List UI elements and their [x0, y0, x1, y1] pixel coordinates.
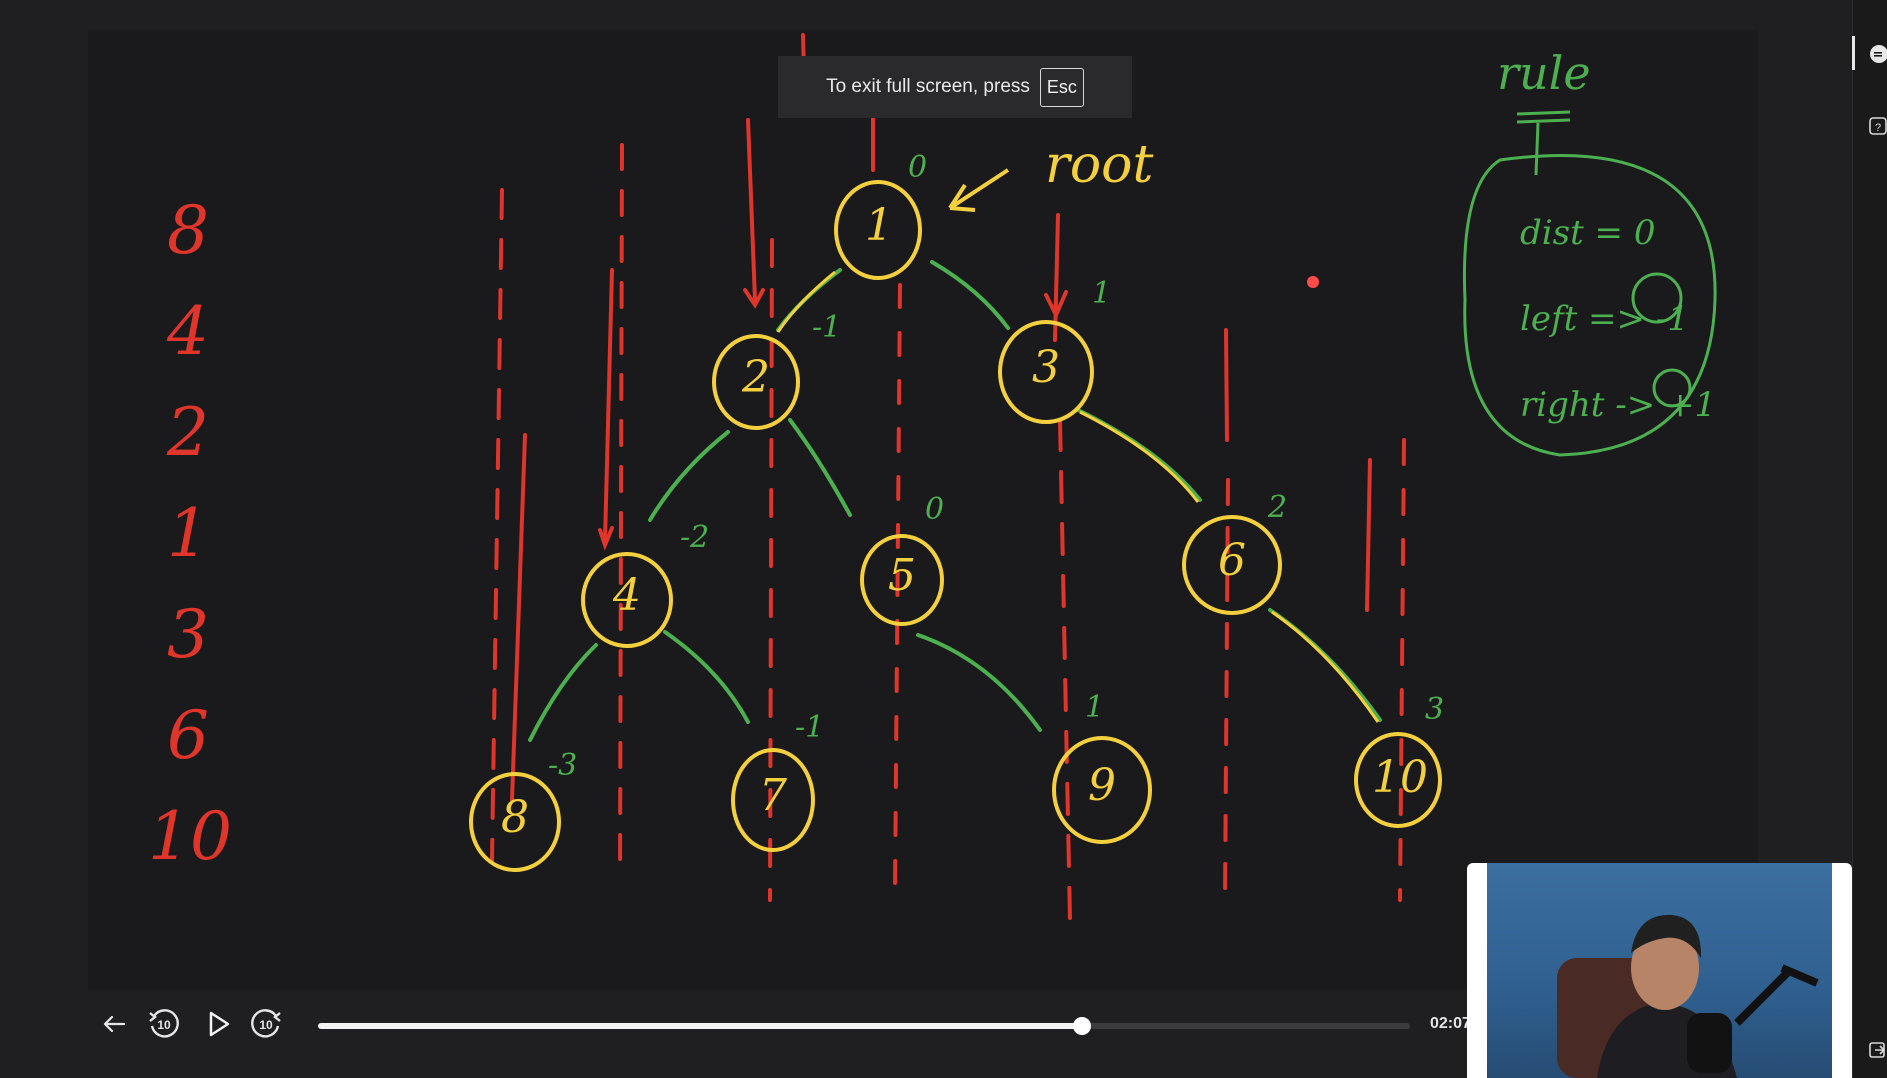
play-icon	[209, 1011, 230, 1037]
tree-edges	[528, 260, 1382, 742]
node-6	[1182, 515, 1282, 615]
distance-label: 2	[1268, 490, 1288, 525]
rule-underline	[1516, 110, 1571, 116]
rule-item: left => -1	[1520, 299, 1689, 339]
list-item: 3	[167, 596, 209, 673]
webcam-video	[1487, 863, 1832, 1078]
node-2	[712, 334, 800, 430]
node-10	[1354, 732, 1442, 828]
list-item: 6	[167, 697, 209, 774]
whiteboard	[88, 30, 1758, 990]
distance-label: -2	[680, 520, 710, 555]
distance-label: 0	[908, 150, 928, 185]
exit-icon[interactable]	[1867, 1040, 1887, 1060]
progress-thumb[interactable]	[1073, 1017, 1092, 1035]
node-label: 5	[888, 550, 916, 601]
node-label: 3	[1032, 342, 1060, 393]
fullscreen-notice: To exit full screen, press Esc	[778, 56, 1132, 118]
tree-nodes	[469, 180, 1442, 872]
svg-text:?: ?	[1875, 122, 1881, 134]
node-4	[581, 552, 673, 648]
fullscreen-notice-text: To exit full screen, press	[826, 76, 1030, 97]
node-label: 8	[501, 792, 529, 843]
node-label: 7	[759, 770, 787, 821]
forward-10-icon: 10	[251, 1009, 281, 1038]
rewind-label: 10	[157, 1018, 171, 1032]
progress-fill	[318, 1023, 1083, 1029]
rewind-10-button[interactable]: 10	[144, 1004, 184, 1044]
distance-label: -1	[812, 310, 842, 345]
chat-icon[interactable]	[1867, 44, 1887, 64]
distance-label: 0	[925, 492, 945, 527]
list-item: 10	[148, 798, 232, 875]
presenter-webcam[interactable]	[1467, 863, 1852, 1078]
distance-label: -1	[795, 710, 825, 745]
presenter-image	[1557, 914, 1819, 1078]
left-number-list: 8 4 2 1 3 6 10	[148, 180, 232, 887]
rule-list: dist = 0 left => -1 right -> +1	[1520, 190, 1716, 448]
esc-key-badge: Esc	[1039, 67, 1084, 107]
node-8	[469, 772, 561, 872]
node-label: 2	[742, 352, 770, 403]
player-controls: 10 10 02:07	[96, 1000, 1476, 1050]
node-label: 6	[1218, 535, 1246, 586]
node-label: 1	[865, 200, 893, 251]
distance-label: 1	[1085, 690, 1105, 725]
progress-bar[interactable]	[318, 1017, 1410, 1035]
distance-label: -3	[548, 748, 578, 783]
node-label: 9	[1088, 760, 1116, 811]
list-item: 1	[167, 495, 209, 572]
forward-10-button[interactable]: 10	[246, 1004, 286, 1044]
node-3	[998, 320, 1094, 424]
node-label: 4	[613, 570, 641, 621]
distance-label: 1	[1092, 276, 1112, 311]
help-icon[interactable]: ?	[1867, 116, 1887, 136]
rewind-10-icon: 10	[149, 1009, 179, 1038]
rail-active-indicator	[1852, 36, 1855, 70]
rule-item: right -> +1	[1520, 385, 1717, 425]
root-label: root	[1045, 135, 1154, 195]
edge-highlights	[776, 270, 1380, 723]
node-7	[731, 748, 815, 852]
rule-item: dist = 0	[1520, 213, 1656, 253]
node-9	[1052, 736, 1152, 844]
list-item: 4	[167, 293, 209, 370]
forward-label: 10	[259, 1018, 273, 1032]
arrow-left-icon	[103, 1015, 126, 1033]
laser-pointer	[1307, 276, 1319, 288]
node-1	[834, 180, 922, 280]
node-label: 10	[1372, 752, 1428, 803]
play-button[interactable]	[198, 1004, 238, 1044]
side-rail: ?	[1852, 0, 1887, 1078]
vertical-lines	[490, 33, 1406, 922]
current-time: 02:07	[1430, 1015, 1471, 1032]
back-button[interactable]	[96, 1006, 132, 1042]
root-arrow	[948, 168, 1010, 212]
distance-label: 3	[1425, 692, 1445, 727]
list-item: 2	[167, 394, 209, 471]
list-item: 8	[167, 192, 209, 269]
rule-title: rule	[1497, 46, 1591, 100]
node-5	[860, 534, 944, 626]
rule-boundary	[1462, 154, 1717, 457]
